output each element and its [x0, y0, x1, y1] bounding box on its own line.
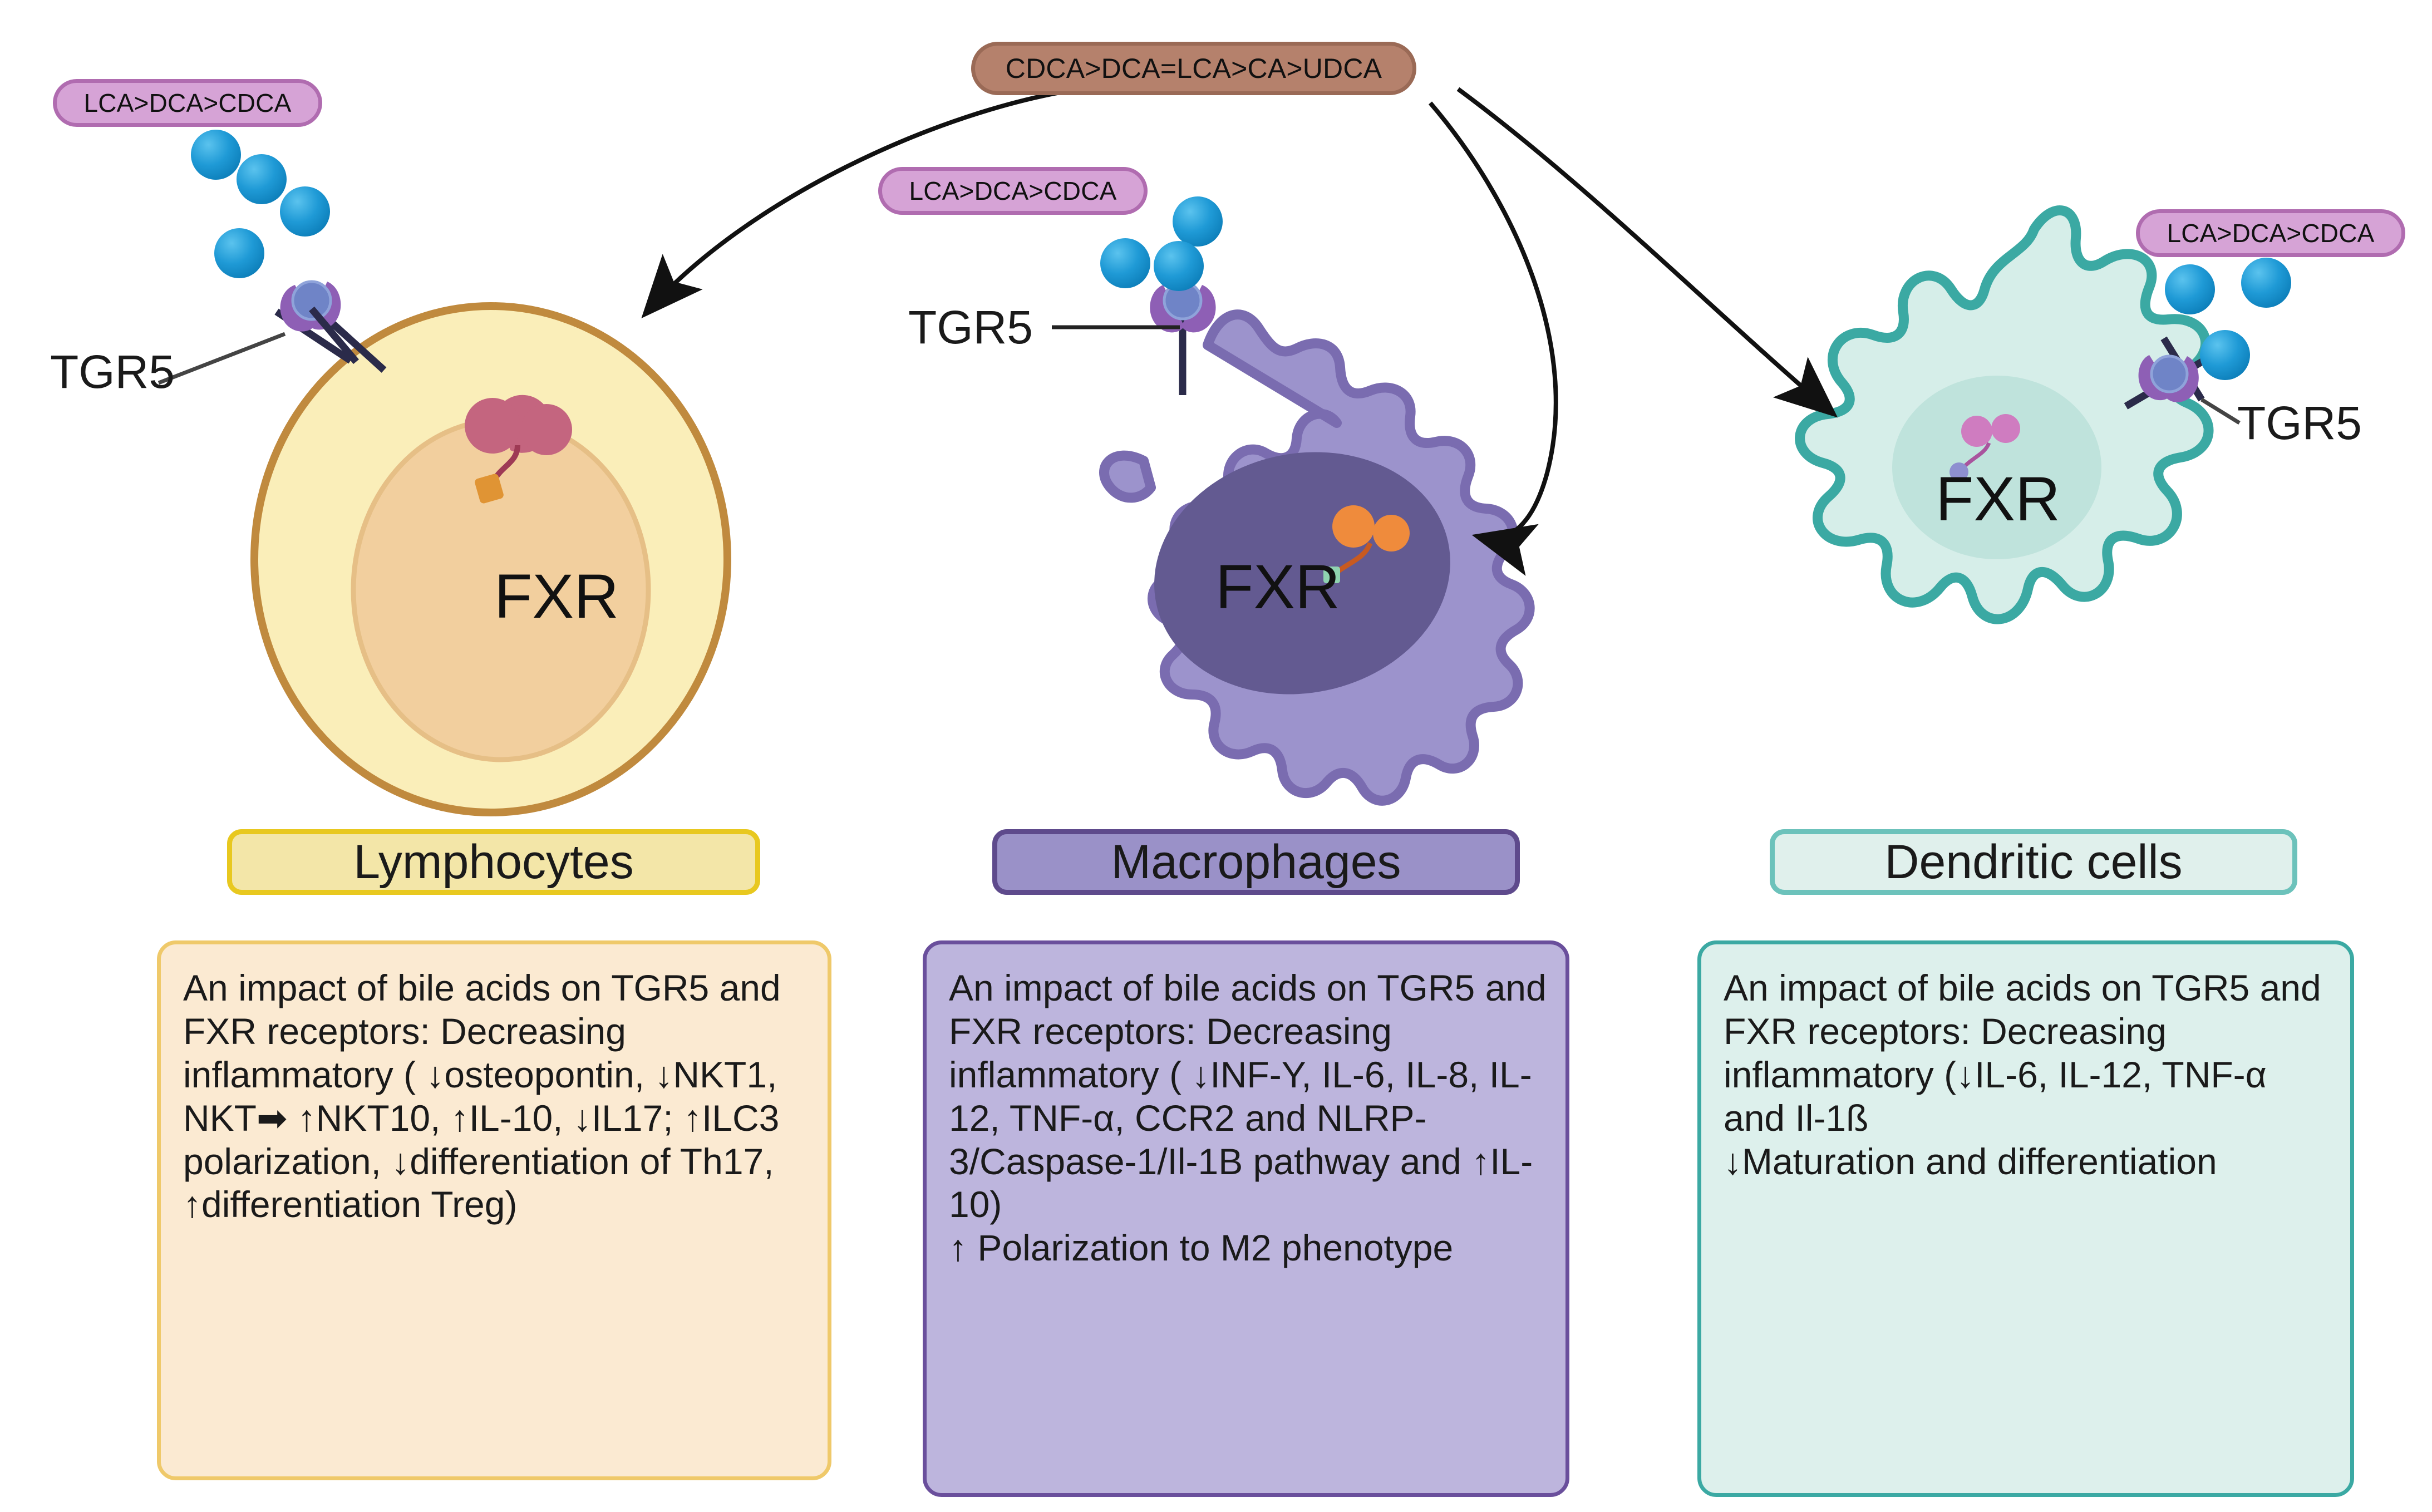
dendritic-cell	[1795, 205, 2214, 624]
tgr5-leader-line-lymphocyte	[157, 332, 286, 385]
cell-type-badge-lymphocytes[interactable]: Lymphocytes	[227, 829, 760, 895]
description-box-lymphocytes: An impact of bile acids on TGR5 and FXR …	[157, 940, 831, 1480]
tgr5-receptor-dendritic	[2124, 336, 2209, 410]
bile-acid-molecules-lymphocyte	[191, 130, 330, 278]
arrow-to-macrophages	[1428, 101, 1558, 576]
fxr-label-macrophage: FXR	[1215, 552, 1340, 622]
description-text-dendritic-cells: An impact of bile acids on TGR5 and FXR …	[1724, 967, 2321, 1182]
arrow-to-dendritic-cells	[1456, 87, 1838, 418]
tgr5-label-dendritic: TGR5	[2237, 397, 2362, 449]
bile-acid-potency-label-top: CDCA>DCA=LCA>CA>UDCA	[971, 42, 1416, 95]
fxr-label-dendritic: FXR	[1936, 464, 2060, 534]
description-text-lymphocytes: An impact of bile acids on TGR5 and FXR …	[183, 967, 781, 1225]
tgr5-receptor-macrophage	[1150, 280, 1216, 395]
cell-type-badge-dendritic-cells[interactable]: Dendritic cells	[1770, 829, 2297, 895]
tgr5-receptor-lymphocyte	[274, 280, 387, 373]
bile-acid-potency-label-lymphocyte: LCA>DCA>CDCA	[53, 79, 322, 127]
fxr-label-lymphocyte: FXR	[494, 562, 619, 631]
macrophage-cell	[1099, 309, 1535, 806]
bile-acid-molecules-dendritic	[2165, 258, 2291, 380]
fxr-receptor-icon-macrophage	[1323, 505, 1410, 583]
bile-acid-potency-label-macrophage: LCA>DCA>CDCA	[878, 167, 1148, 215]
fxr-receptor-icon-lymphocyte	[465, 395, 572, 504]
description-box-dendritic-cells: An impact of bile acids on TGR5 and FXR …	[1697, 940, 2354, 1497]
lymphocyte-cell	[250, 302, 731, 816]
bile-acid-potency-label-dendritic: LCA>DCA>CDCA	[2136, 209, 2405, 257]
tgr5-label-macrophage: TGR5	[908, 301, 1033, 353]
tgr5-label-lymphocyte: TGR5	[50, 346, 175, 398]
tgr5-leader-line-dendritic	[2200, 398, 2241, 425]
fxr-receptor-icon-dendritic	[1949, 414, 2020, 481]
description-box-macrophages: An impact of bile acids on TGR5 and FXR …	[923, 940, 1569, 1497]
cell-type-badge-macrophages[interactable]: Macrophages	[992, 829, 1520, 895]
description-text-macrophages: An impact of bile acids on TGR5 and FXR …	[949, 967, 1547, 1269]
